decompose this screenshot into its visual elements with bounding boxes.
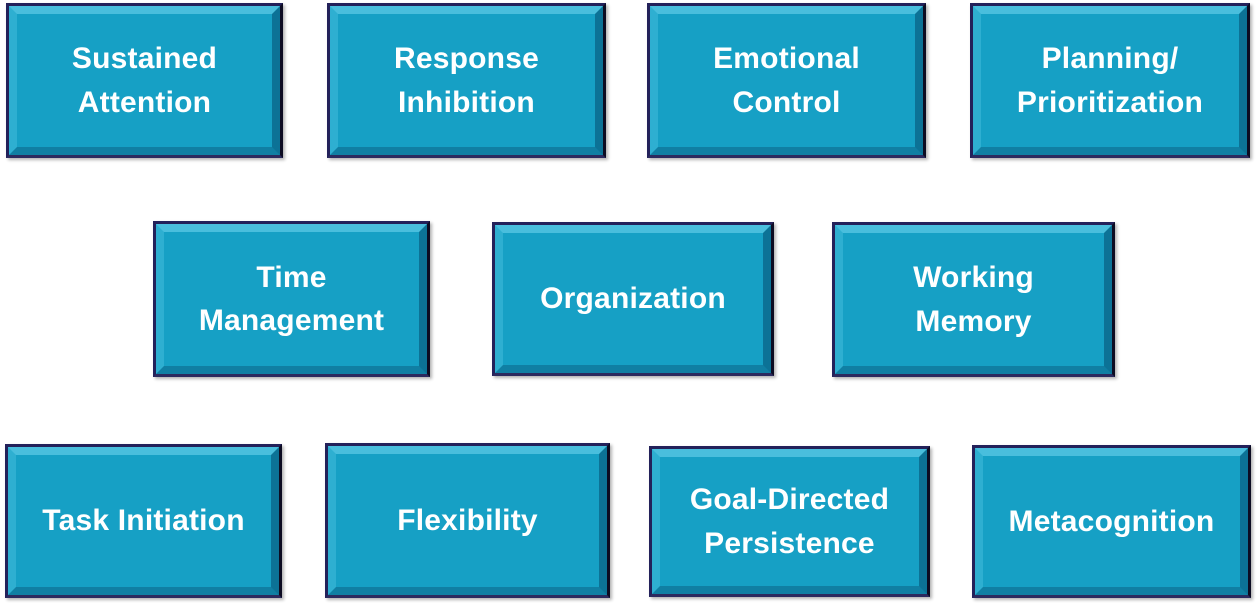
box-label: Sustained Attention <box>71 42 218 119</box>
box-label: Task Initiation <box>42 504 245 538</box>
diagram-box-metacognition: Metacognition <box>972 445 1251 598</box>
box-label: Response Inhibition <box>394 42 539 119</box>
diagram-box-planning-prioritization: Planning/ Prioritization <box>970 3 1250 158</box>
diagram-box-response-inhibition: Response Inhibition <box>327 3 606 158</box>
diagram-box-sustained-attention: Sustained Attention <box>6 3 283 158</box>
box-label: Metacognition <box>1008 504 1215 538</box>
diagram-box-task-initiation: Task Initiation <box>5 444 282 598</box>
box-label: Goal-Directed Persistence <box>689 483 890 560</box>
diagram-box-flexibility: Flexibility <box>325 443 610 598</box>
box-label: Emotional Control <box>713 42 860 119</box>
box-label: Planning/ Prioritization <box>1016 42 1204 119</box>
diagram-box-goal-directed-persistence: Goal-Directed Persistence <box>649 446 930 597</box>
box-label: Flexibility <box>397 503 538 537</box>
box-label: Organization <box>540 282 726 316</box>
box-label: Working Memory <box>913 261 1034 338</box>
diagram-box-organization: Organization <box>492 222 774 376</box>
diagram-box-working-memory: Working Memory <box>832 222 1115 377</box>
box-label: Time Management <box>198 260 385 338</box>
diagram-box-time-management: Time Management <box>153 221 430 377</box>
diagram-box-emotional-control: Emotional Control <box>647 3 926 158</box>
